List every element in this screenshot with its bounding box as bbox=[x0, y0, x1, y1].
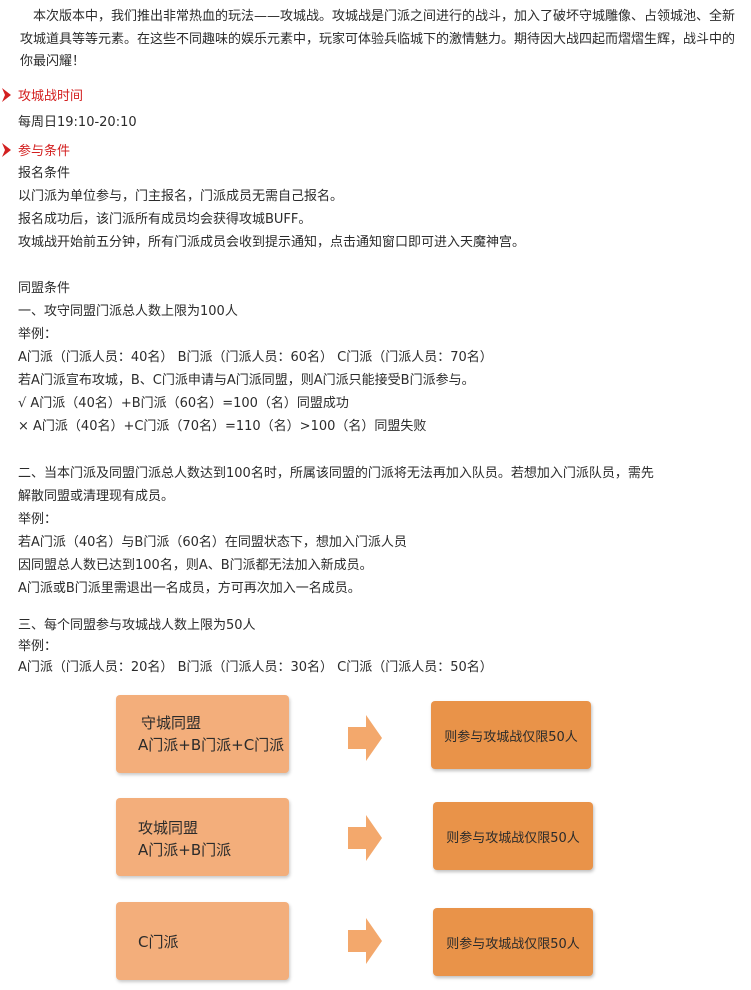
intro-paragraph: 本次版本中，我们推出非常热血的玩法——攻城战。攻城战是门派之间进行的战斗，加入了… bbox=[20, 6, 740, 74]
rule3-line: A门派（门派人员：20名） B门派（门派人员：30名） C门派（门派人员：50名… bbox=[18, 660, 493, 675]
alliance-box-title: 攻城同盟 bbox=[138, 819, 199, 837]
chevron-right-icon bbox=[2, 87, 11, 102]
rule1-example-label: 举例： bbox=[18, 327, 58, 342]
rule3-title: 三、每个同盟参与攻城战人数上限为50人 bbox=[18, 618, 256, 633]
alliance-box-members: A门派+B门派+C门派 bbox=[138, 736, 285, 754]
rule2-title: 解散同盟或清理现有成员。 bbox=[18, 489, 175, 504]
siege-schedule: 每周日19:10-20:10 bbox=[18, 115, 137, 130]
signup-line: 以门派为单位参与，门主报名，门派成员无需自己报名。 bbox=[18, 189, 344, 204]
rule1-line: √ A门派（40名）+B门派（60名）=100（名）同盟成功 bbox=[18, 396, 349, 411]
arrow-right-icon bbox=[348, 918, 382, 964]
alliance-box-single: C门派 bbox=[116, 902, 289, 980]
siege-time-heading-text: 攻城战时间 bbox=[18, 89, 84, 104]
rule3-example-label: 举例： bbox=[18, 639, 58, 654]
alliance-box-defense: 守城同盟 A门派+B门派+C门派 bbox=[116, 695, 289, 773]
result-box: 则参与攻城战仅限50人 bbox=[433, 802, 593, 870]
arrow-right-icon bbox=[348, 715, 382, 761]
rule2-example-label: 举例： bbox=[18, 512, 58, 527]
rule1-title: 一、攻守同盟门派总人数上限为100人 bbox=[18, 304, 238, 319]
alliance-title: 同盟条件 bbox=[18, 281, 71, 296]
chevron-right-icon bbox=[2, 142, 11, 157]
conditions-heading-text: 参与条件 bbox=[18, 144, 71, 159]
alliance-box-members: A门派+B门派 bbox=[138, 841, 232, 859]
arrow-right-icon bbox=[348, 815, 382, 861]
signup-title: 报名条件 bbox=[18, 166, 71, 181]
rule2-line: A门派或B门派里需退出一名成员，方可再次加入一名成员。 bbox=[18, 581, 361, 596]
alliance-box-attack: 攻城同盟 A门派+B门派 bbox=[116, 798, 289, 876]
section-conditions-heading: 参与条件 bbox=[0, 140, 70, 159]
rule2-title: 二、当本门派及同盟门派总人数达到100名时，所属该同盟的门派将无法再加入队员。若… bbox=[18, 466, 654, 481]
rule2-line: 若A门派（40名）与B门派（60名）在同盟状态下，想加入门派人员 bbox=[18, 535, 407, 550]
section-siege-time-heading: 攻城战时间 bbox=[0, 85, 83, 104]
alliance-box-title: C门派 bbox=[138, 933, 179, 951]
alliance-box-title: 守城同盟 bbox=[141, 714, 202, 732]
result-box: 则参与攻城战仅限50人 bbox=[433, 908, 593, 976]
result-box: 则参与攻城战仅限50人 bbox=[431, 701, 591, 769]
signup-line: 报名成功后，该门派所有成员均会获得攻城BUFF。 bbox=[18, 212, 312, 227]
rule1-line: 若A门派宣布攻城，B、C门派申请与A门派同盟，则A门派只能接受B门派参与。 bbox=[18, 373, 475, 388]
rule2-line: 因同盟总人数已达到100名，则A、B门派都无法加入新成员。 bbox=[18, 558, 373, 573]
intro-text: 本次版本中，我们推出非常热血的玩法——攻城战。攻城战是门派之间进行的战斗，加入了… bbox=[20, 9, 736, 69]
rule1-line: × A门派（40名）+C门派（70名）=110（名）>100（名）同盟失败 bbox=[18, 419, 427, 434]
signup-line: 攻城战开始前五分钟，所有门派成员会收到提示通知，点击通知窗口即可进入天魔神宫。 bbox=[18, 235, 526, 250]
rule1-line: A门派（门派人员：40名） B门派（门派人员：60名） C门派（门派人员：70名… bbox=[18, 350, 493, 365]
